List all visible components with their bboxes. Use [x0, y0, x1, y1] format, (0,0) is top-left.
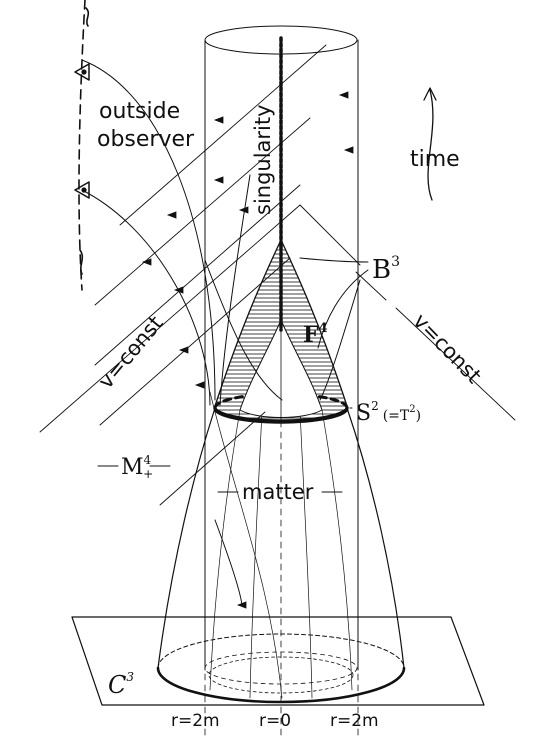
- label-observer: observer: [97, 127, 195, 152]
- label-time: time: [410, 147, 460, 172]
- observer-worldline: [79, 0, 85, 290]
- label-t2-close: ): [416, 408, 421, 424]
- label-outside: outside: [99, 99, 180, 124]
- label-s2: S2(=T2): [356, 399, 421, 426]
- label-m4-sub: +: [143, 467, 153, 481]
- label-m4-sup: 4: [144, 453, 152, 467]
- label-r-2m-left: r=2m: [171, 711, 220, 731]
- label-singularity: singularity: [251, 104, 275, 215]
- label-r-0: r=0: [259, 711, 291, 731]
- label-v-const-right: v=const: [408, 309, 486, 388]
- label-b3: B3: [372, 254, 400, 285]
- observer-eye-icons: [75, 64, 89, 198]
- label-matter: matter: [242, 480, 314, 504]
- label-m4: M4+: [121, 453, 153, 481]
- label-c3-sup: 3: [126, 670, 134, 684]
- label-v-const-left: v=const: [93, 311, 167, 393]
- label-r-2m-right: r=2m: [330, 711, 379, 731]
- label-f4-sup: 4: [319, 321, 328, 336]
- label-c3: C3: [108, 670, 134, 699]
- label-t2-paren: (=T: [383, 408, 410, 424]
- base-plane: [72, 617, 484, 705]
- label-b3-sup: 3: [391, 254, 400, 270]
- label-s2-sup: 2: [371, 399, 379, 413]
- time-arrow: [428, 90, 433, 200]
